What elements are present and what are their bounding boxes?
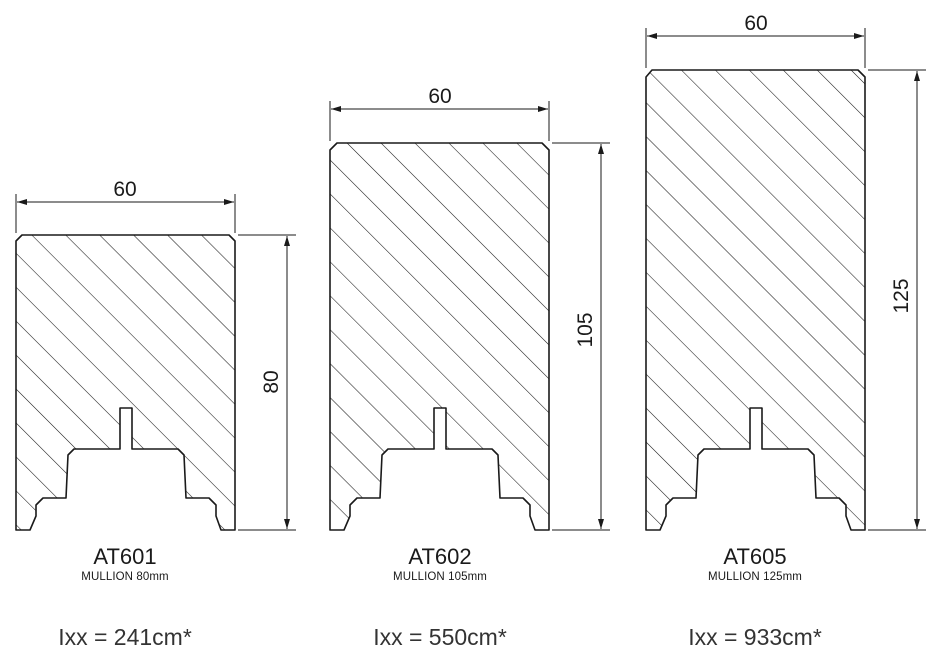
height-dimension-label: 105	[574, 312, 597, 347]
profile-caption-at601: AT601 MULLION 80mm	[5, 544, 245, 584]
profile-description: MULLION 125mm	[708, 571, 802, 583]
ixx-value-at605: Ixx = 933cm*	[688, 624, 822, 650]
profile-caption-at605: AT605 MULLION 125mm	[635, 544, 875, 584]
profile-code: AT601	[93, 544, 157, 569]
profile-at602: 60 105	[329, 85, 610, 531]
section-outline	[645, 69, 866, 531]
profile-at605: 60 125	[645, 12, 926, 531]
profile-description: MULLION 80mm	[81, 571, 169, 583]
width-dimension-label: 60	[744, 12, 767, 35]
ixx-value-at602: Ixx = 550cm*	[373, 624, 507, 650]
profile-code: AT602	[408, 544, 472, 569]
profile-description: MULLION 105mm	[393, 571, 487, 583]
height-dimension-label: 125	[890, 278, 913, 313]
profile-caption-at602: AT602 MULLION 105mm	[320, 544, 560, 584]
profile-code: AT605	[723, 544, 787, 569]
width-dimension-label: 60	[428, 85, 451, 108]
section-outline	[329, 142, 550, 531]
ixx-value-at601: Ixx = 241cm*	[58, 624, 192, 650]
section-outline	[15, 234, 236, 531]
width-dimension-label: 60	[113, 178, 136, 201]
height-dimension-label: 80	[260, 370, 283, 393]
profile-at601: 60 80	[15, 178, 296, 531]
